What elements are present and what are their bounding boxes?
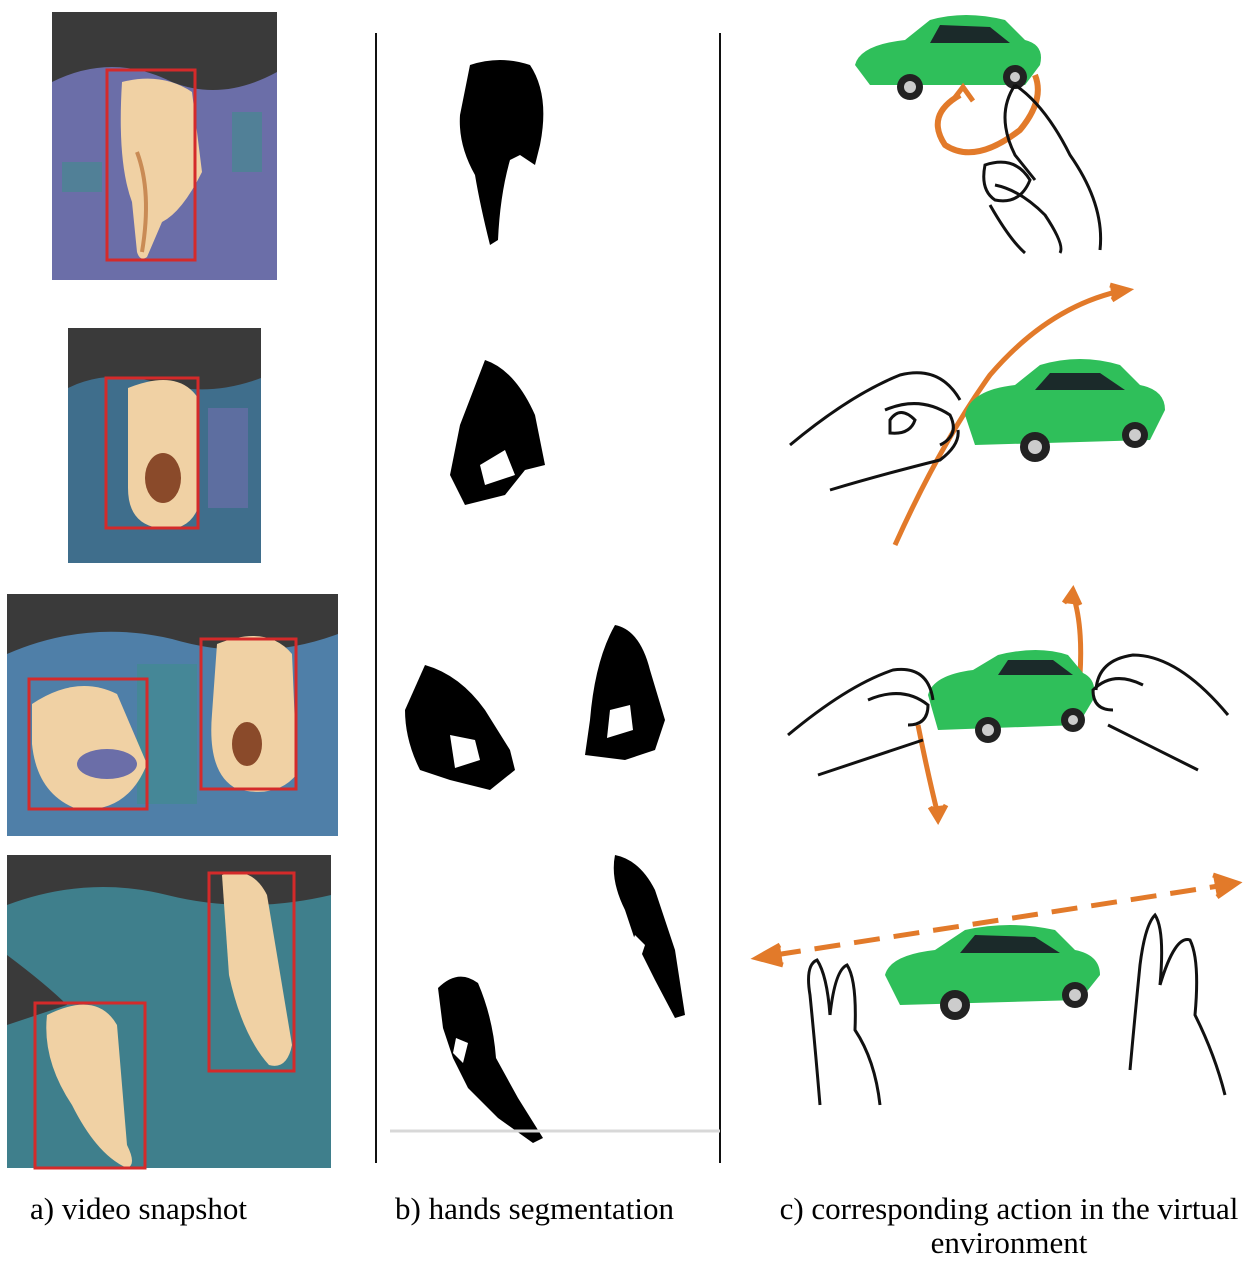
caption-hands-segmentation: b) hands segmentation <box>395 1192 705 1226</box>
action-rotate <box>845 5 1110 255</box>
segmentation-mask-1 <box>440 55 560 255</box>
divider-left <box>375 33 377 1163</box>
hand-sketch-icon <box>1130 915 1225 1095</box>
caption-corresponding-action-line1: c) corresponding action in the virtual <box>768 1192 1250 1226</box>
segmentation-mask-2 <box>445 355 555 515</box>
rotation-arrow-icon <box>938 75 1038 152</box>
hand-sketch-icon <box>984 85 1101 253</box>
caption-corresponding-action: c) corresponding action in the virtual e… <box>768 1192 1250 1260</box>
video-snapshot-3 <box>7 594 338 836</box>
car-icon <box>885 925 1100 1020</box>
hand-sketch-icon <box>1093 655 1228 770</box>
video-snapshot-2 <box>68 328 261 563</box>
action-translate-diagonal <box>790 285 1180 550</box>
action-rotate-vertical <box>788 585 1228 825</box>
segmentation-baseline <box>390 1128 720 1134</box>
video-snapshot-4 <box>7 855 331 1168</box>
caption-video-snapshot: a) video snapshot <box>30 1192 300 1226</box>
segmentation-mask-6 <box>428 968 553 1148</box>
segmentation-mask-3 <box>400 660 520 795</box>
car-icon <box>965 359 1165 462</box>
segmentation-mask-4 <box>575 620 670 770</box>
hand-sketch-icon <box>809 960 880 1105</box>
action-translate-horizontal <box>755 865 1240 1110</box>
divider-right <box>719 33 721 1163</box>
video-snapshot-1 <box>52 12 277 280</box>
car-icon <box>928 650 1094 743</box>
segmentation-mask-5 <box>605 850 695 1020</box>
hand-sketch-icon <box>788 669 933 775</box>
caption-corresponding-action-line2: environment <box>768 1226 1250 1260</box>
hand-sketch-icon <box>790 373 960 490</box>
